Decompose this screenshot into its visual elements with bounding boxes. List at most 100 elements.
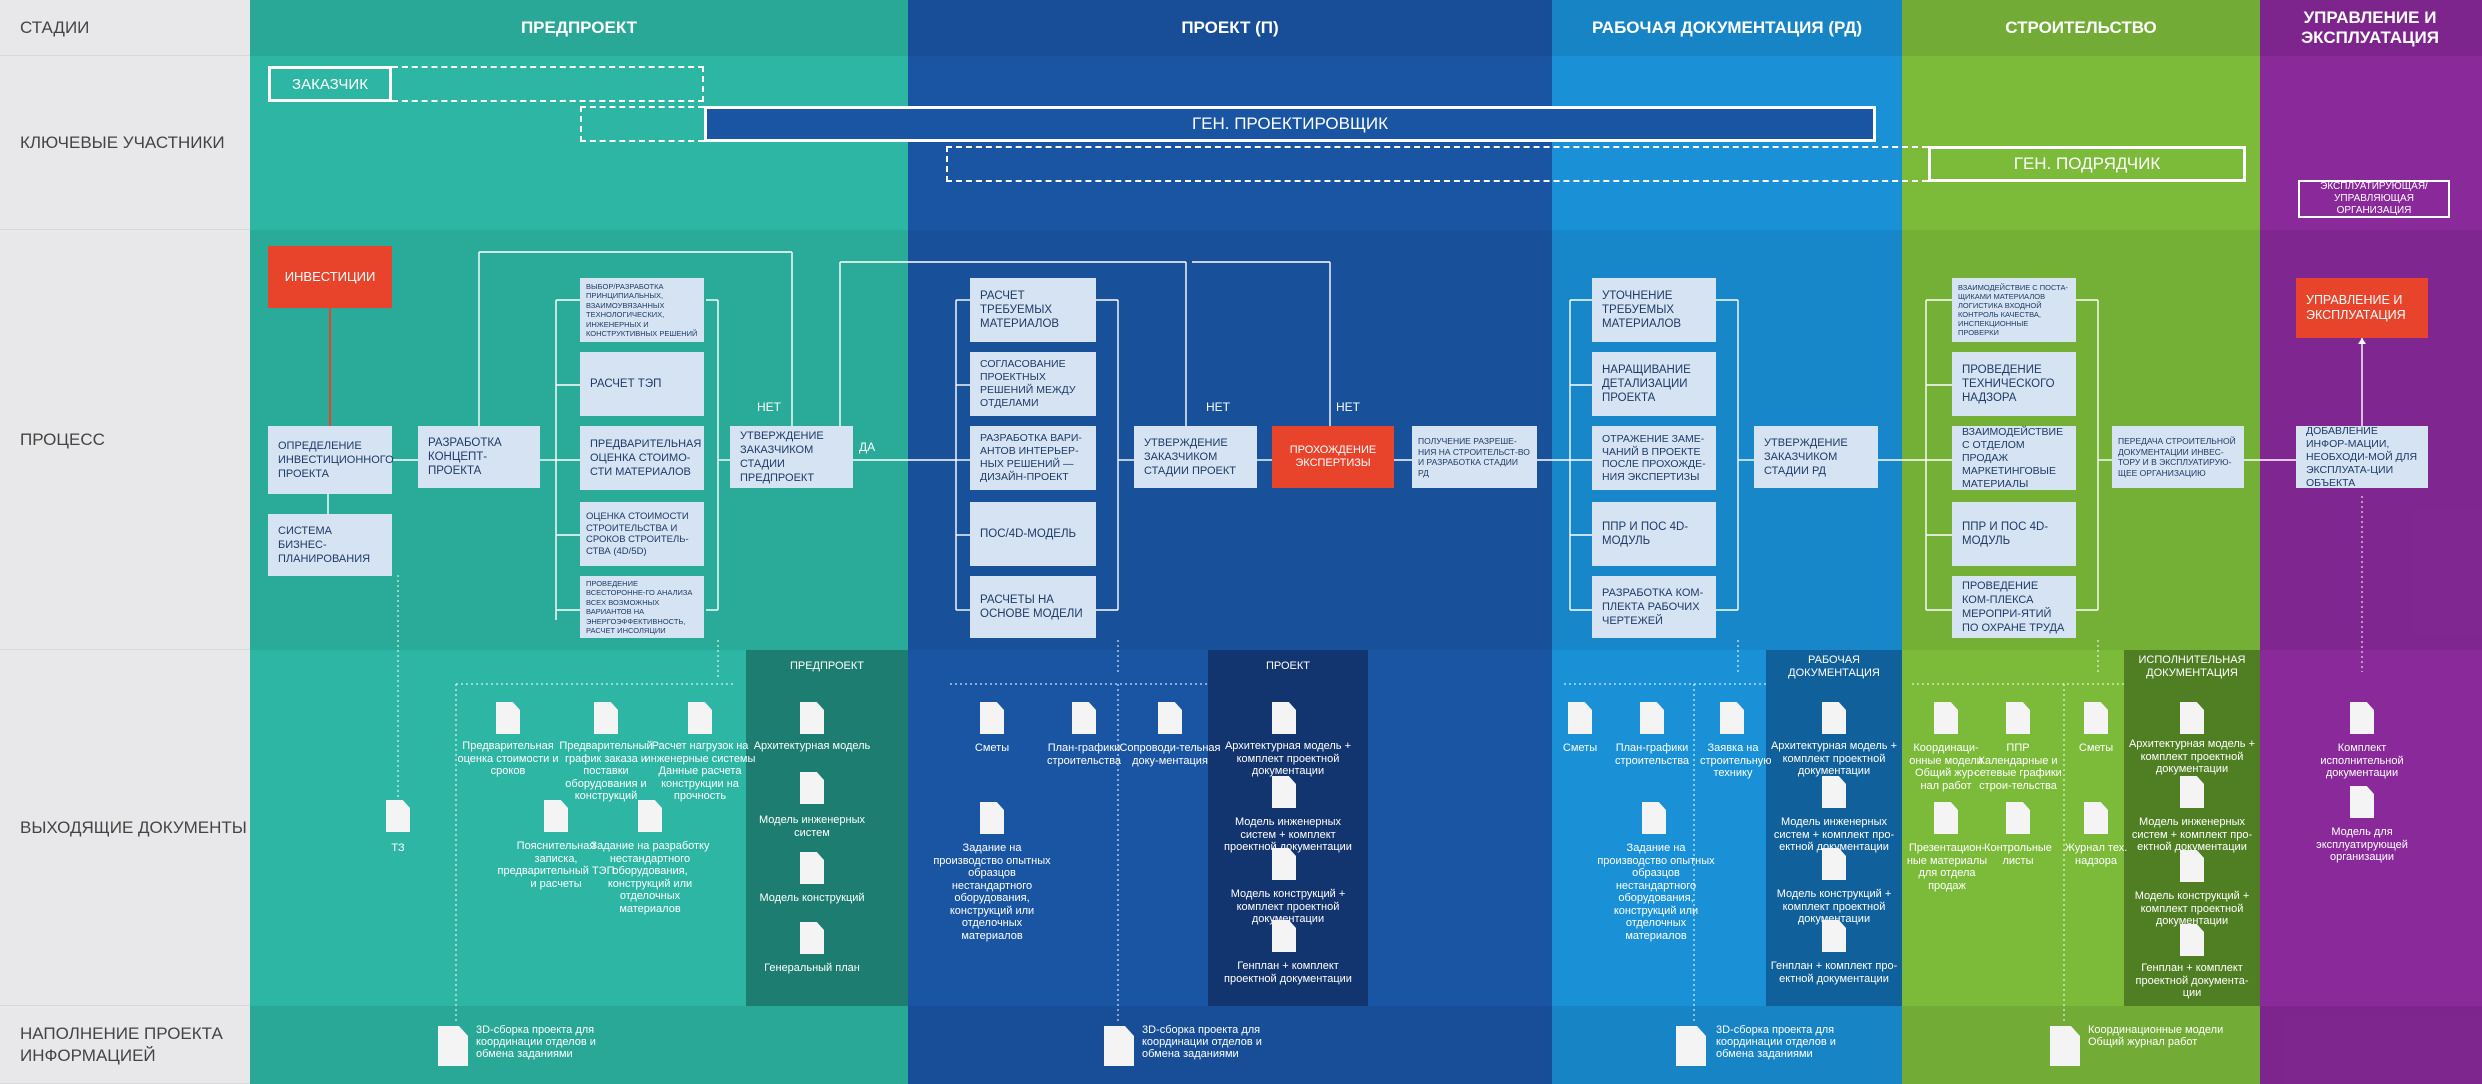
doc-icon-pre-sub-1 <box>800 702 824 734</box>
build-item-2: ПРОВЕДЕНИЕ ТЕХНИЧЕСКОГО НАДЗОРА <box>1952 352 2076 416</box>
proj-item-4: ПОС/4D-МОДЕЛЬ <box>970 502 1096 566</box>
doc-pre-2: Предварительный график заказа и поставки… <box>559 740 653 802</box>
doc-rd-sub-1: Архитектурная модель + комплект проектно… <box>1770 740 1898 777</box>
doc-ops-1: Комплект исполнительной документации <box>2320 742 2404 779</box>
rd-item-3: ОТРАЖЕНИЕ ЗАМЕ-ЧАНИЙ В ПРОЕКТЕ ПОСЛЕ ПРО… <box>1592 426 1716 490</box>
row-label-process: ПРОЦЕСС <box>0 230 250 650</box>
proj-item-1: РАСЧЕТ ТРЕБУЕМЫХ МАТЕРИАЛОВ <box>970 278 1096 342</box>
doc-build-3: Сметы <box>2078 742 2114 754</box>
doc-icon-pre-sub-3 <box>800 852 824 884</box>
adding-box: ДОБАВЛЕНИЕ ИНФОР-МАЦИИ, НЕОБХОДИ-МОЙ ДЛЯ… <box>2296 425 2428 489</box>
doc-icon-proj-sub-2 <box>1272 776 1296 808</box>
doc-ops-2: Модель для эксплуатирующей организации <box>2316 826 2408 863</box>
yes-label: ДА <box>859 440 876 454</box>
doc-icon-pre-1 <box>496 702 520 734</box>
doc-proj-3: Сопроводи-тельная доку-ментация <box>1119 742 1221 767</box>
doc-proj-4: Задание на производство опытных образцов… <box>933 842 1051 942</box>
doc-pre-1: Предварительная оценка стоимости и сроко… <box>457 740 559 777</box>
doc-build-sub-3: Модель конструкций + комплект проектной … <box>2134 890 2250 927</box>
doc-build-sub-2: Модель инженерных систем + комплект про-… <box>2131 816 2253 853</box>
doc-icon-pre-3 <box>688 702 712 734</box>
doc-icon-proj-sub-4 <box>1272 920 1296 952</box>
doc-icon-build-2 <box>2006 702 2030 734</box>
column-header-ops: УПРАВЛЕНИЕ И ЭКСПЛУАТАЦИЯ <box>2301 8 2439 47</box>
doc-icon-ops-1 <box>2350 702 2374 734</box>
doc-icon-proj-2 <box>1072 702 1096 734</box>
rd-item-1: УТОЧНЕНИЕ ТРЕБУЕМЫХ МАТЕРИАЛОВ <box>1592 278 1716 342</box>
approve-proj-box: УТВЕРЖДЕНИЕ ЗАКАЗЧИКОМ СТАДИИ ПРОЕКТ <box>1134 426 1257 488</box>
doc-icon-rd-1 <box>1568 702 1592 734</box>
row-label-info: НАПОЛНЕНИЕ ПРОЕКТА ИНФОРМАЦИЕЙ <box>0 1006 250 1084</box>
doc-icon-build-5 <box>2006 802 2030 834</box>
doc-proj-1: Сметы <box>974 742 1010 754</box>
business-planning-box: СИСТЕМА БИЗНЕС-ПЛАНИРОВАНИЯ <box>268 514 392 576</box>
doc-build-sub-4: Генплан + комплект проектной документа-ц… <box>2135 962 2249 999</box>
proj-item-3: РАЗРАБОТКА ВАРИ-АНТОВ ИНТЕРЬЕР-НЫХ РЕШЕН… <box>970 426 1096 490</box>
transfer-box: ПЕРЕДАЧА СТРОИТЕЛЬНОЙ ДОКУМЕНТАЦИИ ИНВЕС… <box>2112 426 2244 488</box>
doc-rd-1: Сметы <box>1562 742 1598 754</box>
designer-dashed-span <box>580 106 704 142</box>
doc-icon-pre-5 <box>638 800 662 832</box>
pre-item-4: ОЦЕНКА СТОИМОСТИ СТРОИТЕЛЬСТВА И СРОКОВ … <box>580 502 704 566</box>
doc-build-6: Журнал тех. надзора <box>2064 842 2128 867</box>
doc-build-1: Координаци-онные модели Общий жур-нал ра… <box>1909 742 1983 792</box>
no-label-2: НЕТ <box>1206 400 1230 414</box>
doc-rd-sub-2: Модель инженерных систем + комплект про-… <box>1773 816 1895 853</box>
doc-icon-pre-sub-4 <box>800 922 824 954</box>
pre-item-3: ПРЕДВАРИТЕЛЬНАЯ ОЦЕНКА СТОИМО-СТИ МАТЕРИ… <box>580 426 704 490</box>
doc-pre-sub-2: Модель инженерных систем <box>758 814 866 839</box>
approve-rd-box: УТВЕРЖДЕНИЕ ЗАКАЗЧИКОМ СТАДИИ РД <box>1754 426 1878 488</box>
doc-pre-sub-3: Модель конструкций <box>759 892 865 904</box>
doc-icon-proj-3 <box>1158 702 1182 734</box>
doc-rd-sub-4: Генплан + комплект про-ектной документац… <box>1770 960 1898 985</box>
doc-icon-build-3 <box>2084 702 2108 734</box>
doc-icon-build-1 <box>1934 702 1958 734</box>
customer-dashed-span <box>392 66 704 102</box>
header-shade <box>250 0 2482 56</box>
doc-build-2: ППР Календарные и сетевые графики строи-… <box>1974 742 2062 792</box>
doc-tz: ТЗ <box>391 842 405 854</box>
doc-pre-5: Задание на разработку нестандартного обо… <box>590 840 710 915</box>
doc-icon-rd-sub-3 <box>1822 848 1846 880</box>
doc-icon-build-sub-3 <box>2180 850 2204 882</box>
doc-proj-sub-2: Модель инженерных систем + комплект прое… <box>1224 816 1352 853</box>
info-shade <box>250 1006 2482 1084</box>
participant-customer: ЗАКАЗЧИК <box>268 66 392 102</box>
doc-icon-proj-1 <box>980 702 1004 734</box>
pre-item-2: РАСЧЕТ ТЭП <box>580 352 704 416</box>
doc-icon-tz <box>386 800 410 832</box>
info-pre: 3D-сборка проекта для координации отдело… <box>476 1024 596 1060</box>
doc-pre-3: Расчет нагрузок на инженерные системы Да… <box>644 740 756 802</box>
doc-icon-rd-4 <box>1642 802 1666 834</box>
row-label-participants: КЛЮЧЕВЫЕ УЧАСТНИКИ <box>0 56 250 230</box>
doc-icon-rd-2 <box>1640 702 1664 734</box>
rd-item-5: РАЗРАБОТКА КОМ-ПЛЕКТА РАБОЧИХ ЧЕРТЕЖЕЙ <box>1592 576 1716 638</box>
doc-icon-rd-sub-4 <box>1822 920 1846 952</box>
column-header-rd: РАБОЧАЯ ДОКУМЕНТАЦИЯ (РД) <box>1591 18 1863 37</box>
doc-icon-build-sub-4 <box>2180 924 2204 956</box>
proj-item-5: РАСЧЕТЫ НА ОСНОВЕ МОДЕЛИ <box>970 576 1096 638</box>
info-build: Координационные модели Общий журнал рабо… <box>2088 1024 2224 1048</box>
definition-box: ОПРЕДЕЛЕНИЕ ИНВЕСТИЦИОННОГО ПРОЕКТА <box>268 426 394 494</box>
doc-proj-sub-4: Генплан + комплект проектной документаци… <box>1224 960 1352 985</box>
info-project: 3D-сборка проекта для координации отдело… <box>1142 1024 1262 1060</box>
participant-contractor: ГЕН. ПОДРЯДЧИК <box>1928 146 2246 182</box>
participant-operator: ЭКСПЛУАТИРУЮЩАЯ/ УПРАВЛЯЮЩАЯ ОРГАНИЗАЦИЯ <box>2298 180 2450 218</box>
build-item-3: ВЗАИМОДЕЙСТВИЕ С ОТДЕЛОМ ПРОДАЖ МАРКЕТИН… <box>1952 426 2076 490</box>
doc-icon-build-sub-2 <box>2180 776 2204 808</box>
doc-icon-info-pre <box>438 1026 468 1066</box>
doc-build-5: Контрольные листы <box>1984 842 2052 867</box>
doc-icon-build-4 <box>1934 802 1958 834</box>
row-label-documents: ВЫХОДЯЩИЕ ДОКУМЕНТЫ <box>0 650 250 1006</box>
doc-icon-pre-2 <box>594 702 618 734</box>
doc-icon-rd-sub-2 <box>1822 776 1846 808</box>
doc-rd-2: План-графики строительства <box>1614 742 1690 767</box>
doc-icon-info-rd <box>1676 1026 1706 1066</box>
doc-icon-rd-sub-1 <box>1822 702 1846 734</box>
doc-rd-3: Заявка на строительную технику <box>1700 742 1772 779</box>
doc-icon-rd-3 <box>1720 702 1744 734</box>
management-box: УПРАВЛЕНИЕ И ЭКСПЛУАТАЦИЯ <box>2296 278 2428 338</box>
concept-box: РАЗРАБОТКА КОНЦЕПТ-ПРОЕКТА <box>418 426 540 488</box>
info-rd: 3D-сборка проекта для координации отдело… <box>1716 1024 1836 1060</box>
doc-pre-sub-4: Генеральный план <box>764 962 860 974</box>
